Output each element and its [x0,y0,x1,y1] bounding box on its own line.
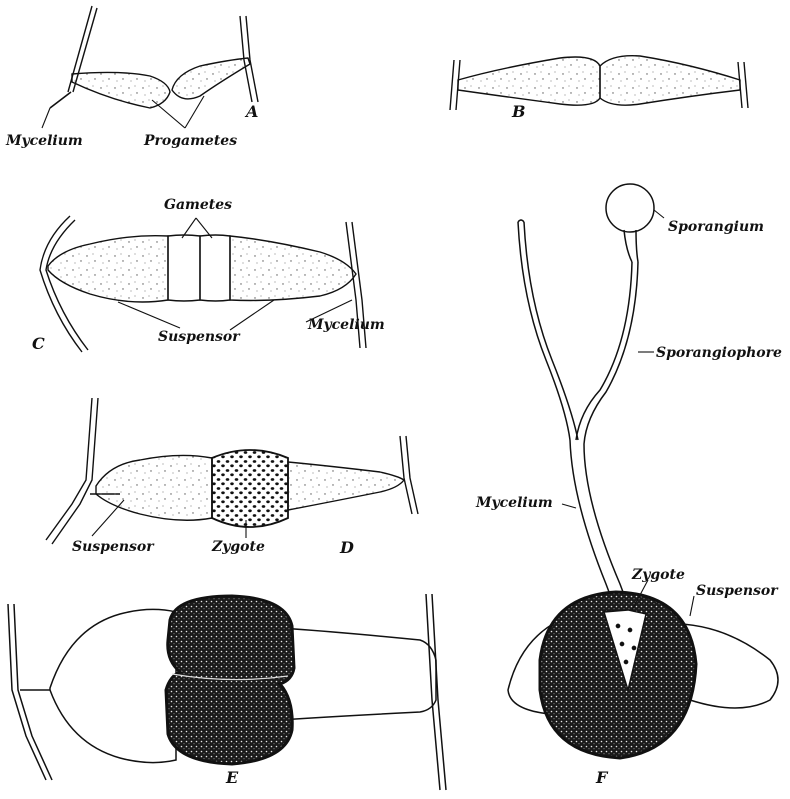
label-zygote-f: Zygote [632,568,685,582]
panel-d-zygote [212,450,288,527]
panel-c-left-gamete [168,235,200,301]
label-suspensor-c: Suspensor [158,330,240,344]
panel-label-e: E [226,770,238,786]
label-sporangiophore: Sporangiophore [656,346,782,360]
label-mycelium-a: Mycelium [6,134,83,148]
leader-f-mycelium [562,504,576,508]
label-suspensor-d: Suspensor [72,540,154,554]
leader-a-mycelium [42,108,50,128]
panel-c-right-gamete [200,235,230,301]
panel-e-right-suspensor [280,628,436,720]
panel-d-left-suspensor [96,455,212,520]
panel-d-drawing [46,398,418,544]
panel-e-drawing [8,594,446,790]
leader-lines [42,96,694,616]
panel-b-left-progamete [458,57,600,105]
leader-d-suspensor [92,500,124,536]
leader-a-progametes-right [185,96,204,128]
panel-label-c: C [32,336,45,352]
panel-c-left-suspensor [48,236,168,302]
leader-c-suspensor-right [230,300,274,330]
panel-f-drawing [508,184,778,758]
panel-b-right-progamete [600,56,740,105]
panel-f-sporangium [606,184,654,232]
label-zygote-d: Zygote [212,540,265,554]
panel-f-mycelium-upper [518,222,570,440]
panel-label-b: B [512,104,526,120]
panel-c-right-suspensor [230,236,356,301]
label-suspensor-f: Suspensor [696,584,778,598]
panel-label-d: D [340,540,354,556]
leader-f-suspensor [690,596,694,616]
panel-b-left-hypha [450,60,454,110]
leader-f-sporangium [654,210,664,218]
leader-a-progametes-left [152,100,185,128]
panel-d-right-suspensor [288,462,404,510]
label-progametes: Progametes [144,134,237,148]
label-sporangium: Sporangium [668,220,764,234]
label-mycelium-f: Mycelium [476,496,553,510]
label-gametes: Gametes [164,198,232,212]
panel-e-left-suspensor [50,609,176,762]
label-mycelium-c: Mycelium [308,318,385,332]
panel-label-f: F [596,770,607,786]
panel-a-drawing [50,6,258,108]
leader-c-suspensor-left [118,302,180,328]
panel-f-mycelium-stalk [570,440,612,600]
panel-label-a: A [246,104,258,120]
panel-b-drawing [450,56,748,110]
panel-a-right-progamete [172,58,250,99]
panel-f-columella-neck [624,230,632,262]
